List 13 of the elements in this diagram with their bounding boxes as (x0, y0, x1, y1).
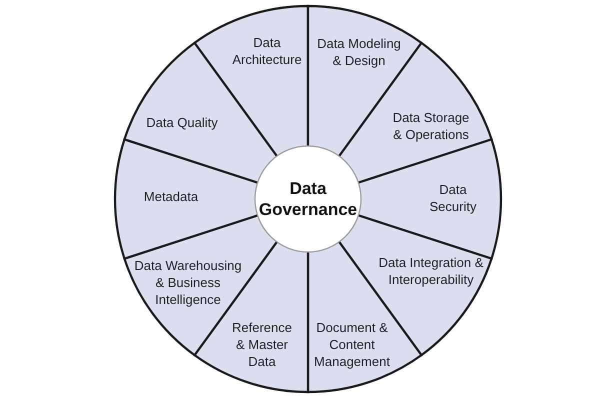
hub-title: Data Governance (258, 178, 358, 220)
topic-label: Metadata (143, 188, 199, 204)
topic-label: Data Security (429, 181, 477, 215)
topic-label: Data Architecture (232, 34, 302, 68)
topic-label: Data Storage & Operations (392, 109, 470, 143)
topic-label: Reference & Master Data (232, 318, 292, 370)
topic-label: Data Integration & Interoperability (378, 254, 484, 288)
hub-circle (253, 144, 363, 254)
topic-label: Data Quality (146, 114, 218, 130)
wheel-segment (113, 137, 260, 261)
topic-label: Data Warehousing & Business Intelligence (134, 256, 242, 308)
topic-label: Data Modeling & Design (316, 35, 402, 69)
topic-label: Document & Content Management (314, 318, 390, 370)
